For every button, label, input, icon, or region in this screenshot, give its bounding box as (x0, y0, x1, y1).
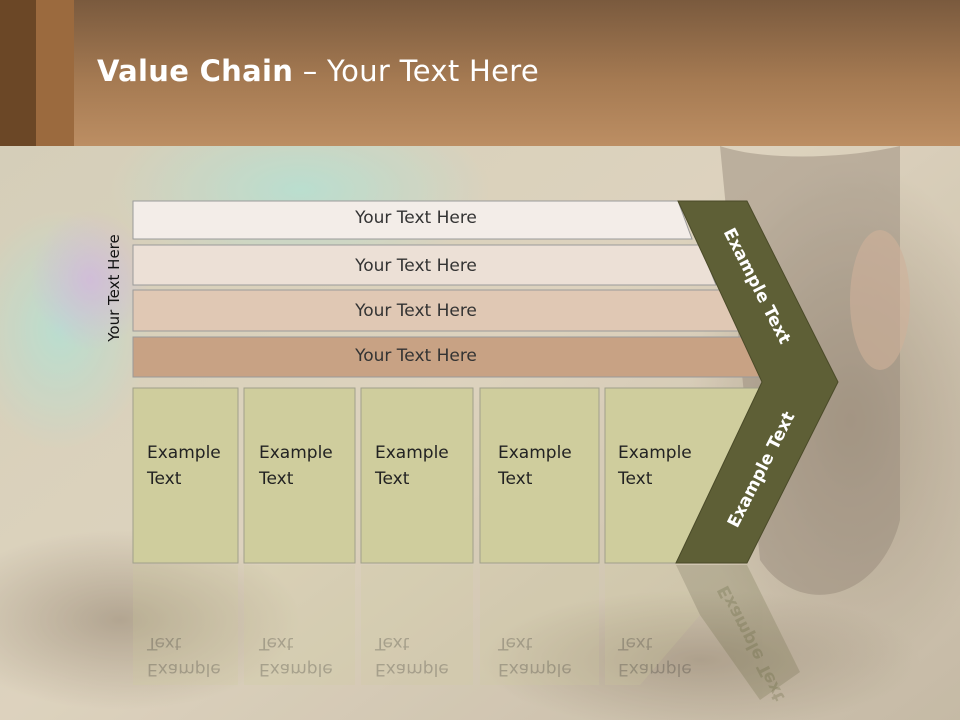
cell-label-5-line2: Text (618, 469, 653, 489)
reflect-label-2-line1: Example (259, 659, 333, 679)
reflect-label-3-line1: Example (375, 659, 449, 679)
cell-label-5: Example Text (618, 440, 692, 492)
reflect-label-1-line2: Text (147, 633, 182, 653)
reflect-label-2-line2: Text (259, 633, 294, 653)
title-bar (0, 0, 960, 146)
band-label-1: Your Text Here (355, 208, 477, 228)
cell-label-4-line2: Text (498, 469, 533, 489)
title-rest: – Your Text Here (293, 54, 539, 88)
chevron-arrow (675, 200, 839, 564)
cell-label-5-line1: Example (618, 443, 692, 463)
band-2 (132, 244, 717, 286)
band-label-3: Your Text Here (355, 301, 477, 321)
band-label-4: Your Text Here (355, 346, 477, 366)
cell-label-1-line1: Example (147, 443, 221, 463)
reflect-label-4: Example Text (498, 630, 572, 682)
cell-label-3-line2: Text (375, 469, 410, 489)
slide-title: Value Chain – Your Text Here (97, 54, 539, 88)
reflect-label-1: Example Text (147, 630, 221, 682)
cell-label-2: Example Text (259, 440, 333, 492)
reflect-label-1-line1: Example (147, 659, 221, 679)
cell-4 (479, 387, 600, 564)
reflect-label-5: Example Text (618, 630, 692, 682)
reflect-chevron-label: Example Text (713, 581, 790, 705)
reflect-label-5-line1: Example (618, 659, 692, 679)
reflect-label-4-line1: Example (498, 659, 572, 679)
cell-1 (132, 387, 239, 564)
header-accent-mid (36, 0, 74, 146)
cell-label-2-line2: Text (259, 469, 294, 489)
reflect-label-2: Example Text (259, 630, 333, 682)
cell-3 (360, 387, 474, 564)
title-bold: Value Chain (97, 54, 294, 88)
reflect-label-3-line2: Text (375, 633, 410, 653)
cell-2 (243, 387, 356, 564)
cell-label-1-line2: Text (147, 469, 182, 489)
reflect-label-5-line2: Text (618, 633, 653, 653)
band-1 (132, 200, 693, 240)
reflect-label-3: Example Text (375, 630, 449, 682)
cell-label-1: Example Text (147, 440, 221, 492)
diagram-reflection (133, 565, 800, 700)
cell-label-4-line1: Example (498, 443, 572, 463)
header-accent-dark (0, 0, 36, 146)
cell-label-2-line1: Example (259, 443, 333, 463)
cell-label-3-line1: Example (375, 443, 449, 463)
cell-label-3: Example Text (375, 440, 449, 492)
band-label-2: Your Text Here (355, 256, 477, 276)
reflect-label-4-line2: Text (498, 633, 533, 653)
cell-label-4: Example Text (498, 440, 572, 492)
